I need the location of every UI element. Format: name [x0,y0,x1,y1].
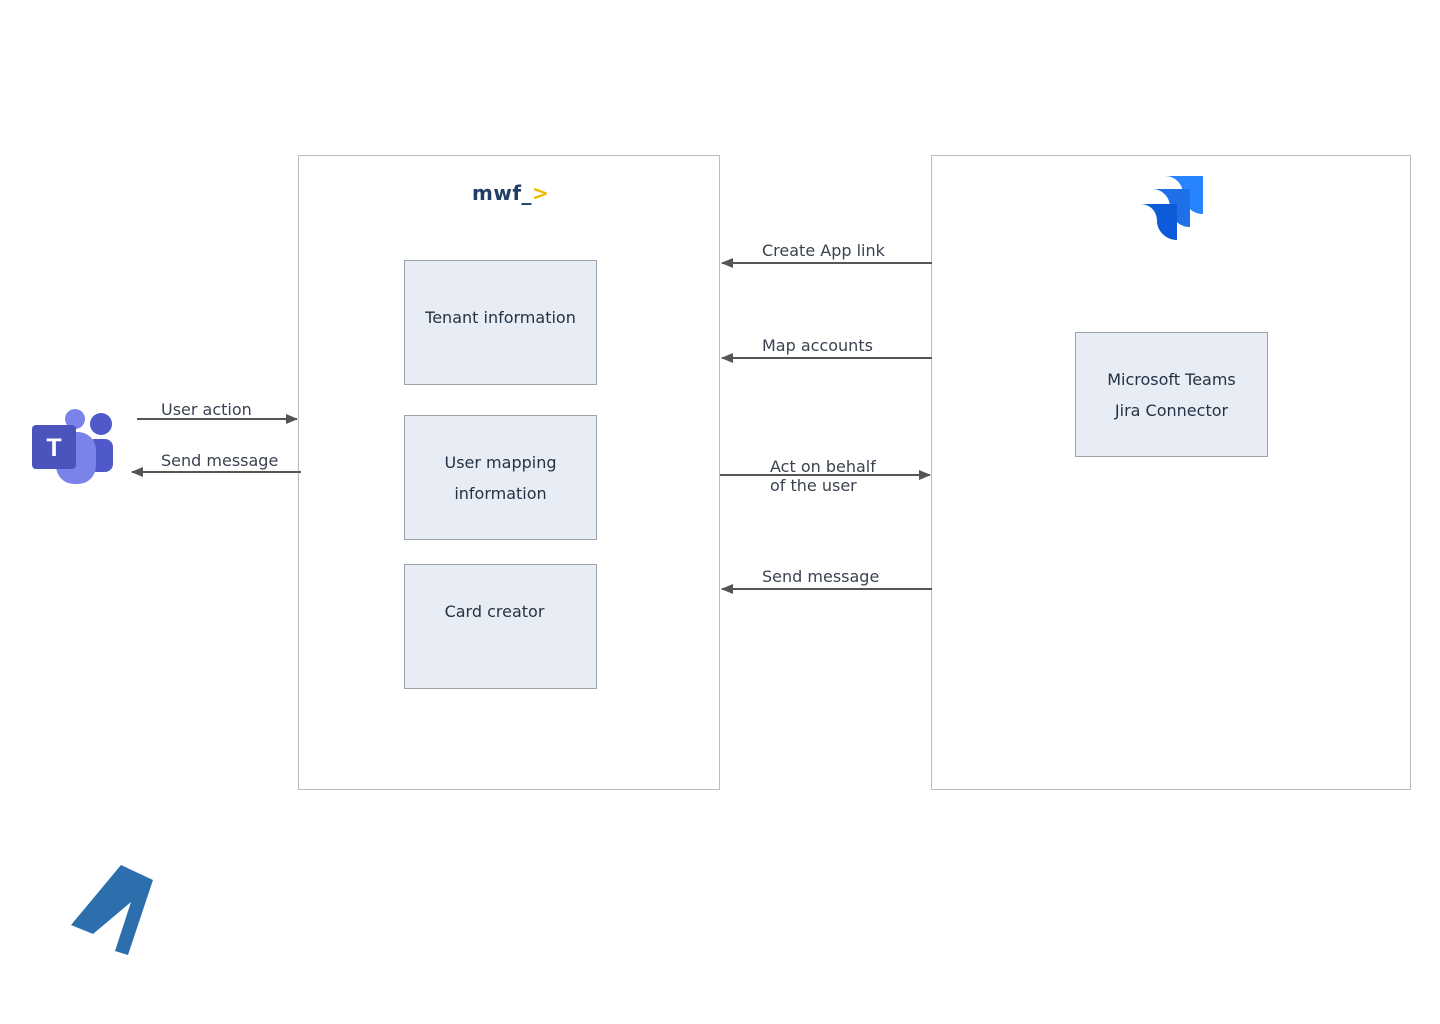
card-creator-label: Card creator [444,602,545,621]
teams-logo-letter: T [46,434,61,462]
brand-arrow-logo-icon [71,865,153,955]
jira-connector-box: Microsoft Teams Jira Connector [1075,332,1268,457]
mwf-logo-text: mwf_ [472,181,533,205]
user-action-label: User action [161,400,252,419]
create-app-link-label: Create App link [762,241,885,260]
act-on-behalf-label-line2: of the user [770,476,857,495]
jira-connector-label-line1: Microsoft Teams [1107,370,1236,389]
map-accounts-label: Map accounts [762,336,873,355]
user-mapping-box: User mapping information [404,415,597,540]
jira-logo-icon [1140,176,1203,240]
card-creator-box: Card creator [404,564,597,689]
tenant-information-label: Tenant information [425,308,576,327]
user-mapping-label-line2: information [454,484,547,503]
microsoft-teams-logo-icon: T [32,409,113,484]
mwf-logo: mwf_> [472,181,549,205]
send-message-to-teams-label: Send message [161,451,279,470]
tenant-information-box: Tenant information [404,260,597,385]
send-message-to-mwf-label: Send message [762,567,880,586]
jira-connector-label-line2: Jira Connector [1114,401,1229,420]
jira-panel [931,155,1411,790]
user-mapping-label-line1: User mapping [444,453,557,472]
act-on-behalf-label-line1: Act on behalf [770,457,876,476]
mwf-logo-caret: > [532,181,550,205]
